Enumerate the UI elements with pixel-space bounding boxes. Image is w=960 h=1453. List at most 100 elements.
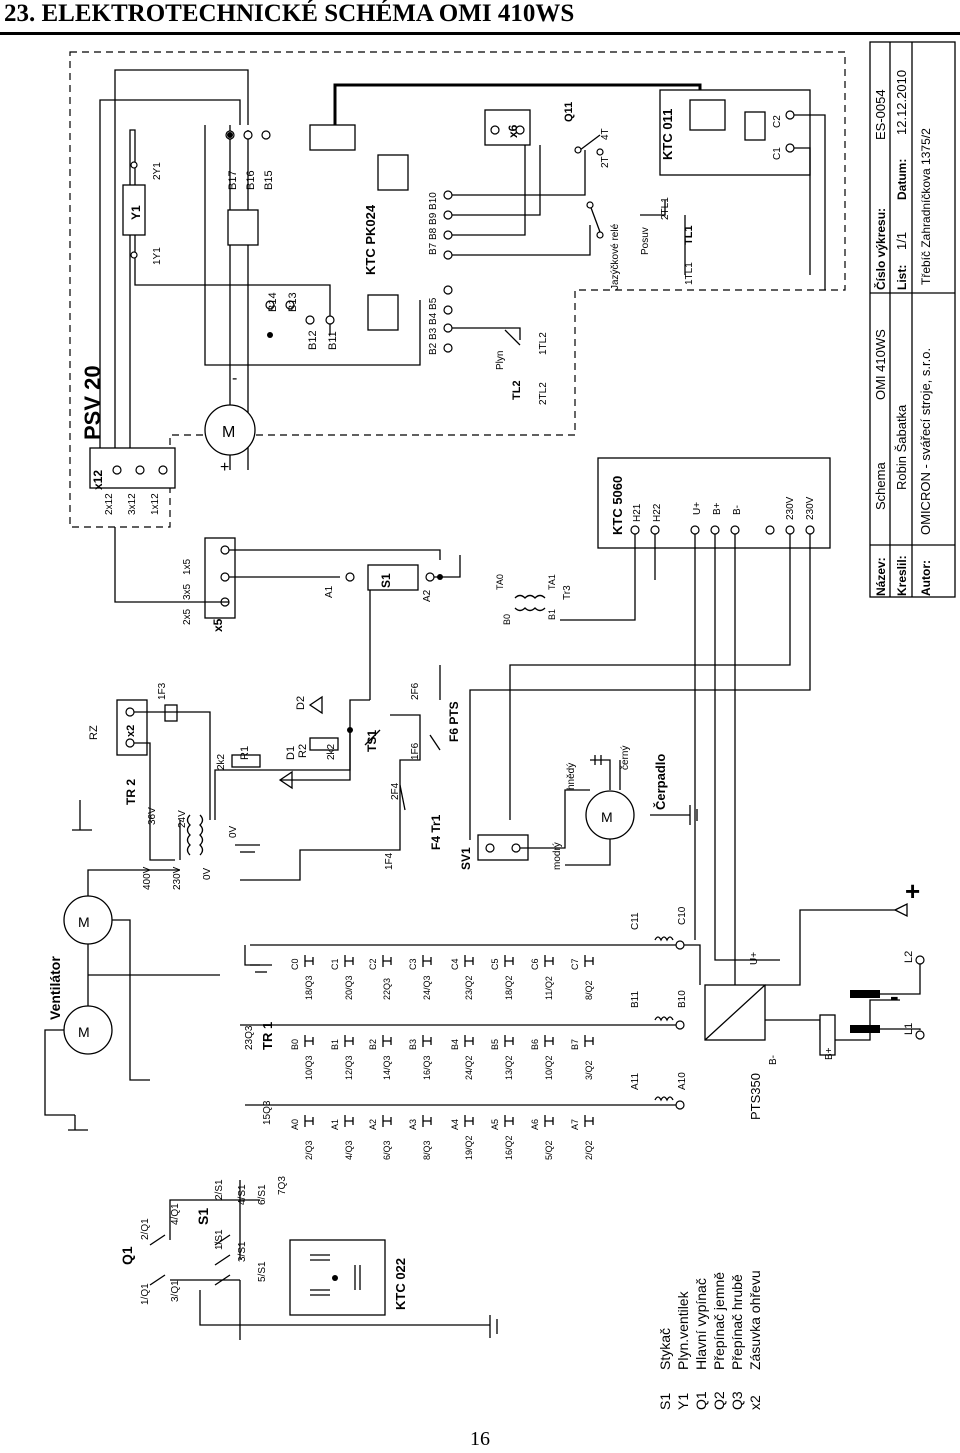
output-plus-label: + (905, 876, 920, 906)
f6-pts-label: F6 PTS (447, 701, 461, 742)
ktc-pk024-thermistor2 (367, 294, 399, 331)
tr3-b1: B1 (547, 609, 557, 620)
legend-code: x2 (747, 1395, 763, 1410)
switch-contact (304, 955, 314, 967)
q1-pin4: 4/Q1 (170, 1203, 181, 1225)
legend-code: Q2 (711, 1391, 727, 1410)
pts-bminus: B- (768, 1055, 779, 1065)
switch-label: B1 (330, 1039, 340, 1050)
switch-label: 6/Q3 (382, 1140, 392, 1160)
switch-label: 24/Q3 (422, 975, 432, 1000)
legend-description: Plyn.ventilek (675, 1290, 691, 1370)
y1-valve: Y1 1Y1 2Y1 (122, 161, 163, 265)
title-list-label: List: (895, 265, 909, 290)
ktc-011-label: KTC 011 (660, 109, 675, 160)
s1-pin3: 3/S1 (237, 1241, 248, 1262)
switch-label: A1 (330, 1119, 340, 1130)
switch-contact (544, 1115, 554, 1127)
switch-label: C6 (530, 958, 540, 970)
output-minus-label: - (890, 981, 899, 1011)
q1-label: Q1 (119, 1246, 135, 1265)
l2-label: L2 (903, 951, 915, 963)
ktc-011-sensor (744, 111, 766, 141)
switch-contact (422, 1115, 432, 1127)
switch-contact (382, 1035, 392, 1047)
ktc-pk024-module: KTC PK024 B7 B8 B9 B10 B2 B3 B4 B5 (227, 124, 591, 355)
tr2-24v: 24V (177, 810, 188, 828)
r2-value: 2k2 (326, 743, 337, 760)
s1-coil (367, 564, 419, 591)
title-block: Název: Schema OMI 410WS Číslo výkresu: E… (869, 41, 956, 598)
psv-label: PSV 20 (80, 365, 105, 440)
b14-label: B14 (267, 292, 279, 312)
switch-label: 4/Q3 (344, 1140, 354, 1160)
ground-fan-2 (68, 1115, 88, 1131)
pts350-rectifier: + - C11 C10 B11 B10 A11 A10 PTS350 U+ B-… (615, 876, 925, 1120)
ktc-pk024-connector (309, 124, 356, 151)
ktc-5060-h21: H21 (632, 503, 643, 522)
title-datum: 12.12.2010 (894, 70, 909, 135)
psv-feeder: x12 2x12 3x12 1x12 PSV 20 (80, 69, 702, 515)
switch-contact (422, 1035, 432, 1047)
switch-label: C7 (570, 958, 580, 970)
title-adresa: Třebíč Zahradníčkova 1375/2 (919, 128, 933, 285)
title-autor-label: Autor: (919, 560, 933, 596)
switch-contact (344, 955, 354, 967)
switch-label: 23/Q2 (464, 975, 474, 1000)
switch-contact (304, 1115, 314, 1127)
switch-label: C1 (330, 958, 340, 970)
page-title-text: ELEKTROTECHNICKÉ SCHÉMA OMI 410WS (41, 0, 575, 27)
coil-b (654, 1016, 674, 1022)
tr3-label: Tr3 (562, 585, 573, 600)
q11-label: Q11 (563, 102, 575, 122)
switch-label: A6 (530, 1119, 540, 1130)
x12-label: x12 (91, 470, 105, 490)
x12-pin2: 2x12 (104, 493, 115, 515)
tr2-0v-pri: 0V (202, 867, 213, 880)
switch-label: C5 (490, 958, 500, 970)
switch-label: 3/Q2 (584, 1060, 594, 1080)
legend-code: Y1 (675, 1393, 691, 1410)
switch-label: 10/Q2 (544, 1055, 554, 1080)
wire-blue-label: modrý (552, 842, 563, 870)
tr2-400v: 400V (142, 866, 153, 890)
switch-contact (304, 1035, 314, 1047)
ktc-pk024-terminals (443, 190, 453, 353)
legend-code: Q3 (729, 1391, 745, 1410)
title-kreslil-label: Kreslil: (895, 555, 909, 596)
page-title: 23. ELEKTROTECHNICKÉ SCHÉMA OMI 410WS (4, 0, 574, 28)
switch-contact (464, 1035, 474, 1047)
ktc-pk024-pins-right: B7 B8 B9 B10 (428, 192, 439, 255)
switch-contact (504, 1115, 514, 1127)
q1-pin2: 2/Q1 (140, 1218, 151, 1240)
wiring-schematic: Název: Schema OMI 410WS Číslo výkresu: E… (44, 41, 956, 1410)
q1-pin1: 1/Q1 (140, 1283, 151, 1305)
switch-contact (584, 955, 594, 967)
s1-pin6: 6/S1 (257, 1184, 268, 1205)
legend-code: Q1 (693, 1391, 709, 1410)
switch-label: A5 (490, 1119, 500, 1130)
x12-pin3: 3x12 (127, 493, 138, 515)
ground-mains (489, 1315, 498, 1338)
s1-pin2: 2/S1 (214, 1179, 225, 1200)
b-terminals: B17 B16 B15 B14 B13 B12 B11 (225, 130, 339, 350)
legend-description: Přepínač hrubě (729, 1274, 745, 1370)
tl2-pin1: 1TL2 (538, 332, 549, 355)
y1-pin2: 2Y1 (152, 162, 163, 180)
tr2-transformer (179, 814, 204, 860)
schematic-frame (69, 51, 846, 528)
switch-label: C2 (368, 958, 378, 970)
f6-pin2: 2F6 (410, 682, 421, 700)
tr1-23q3: 23Q3 (244, 1025, 255, 1050)
s1-pin1: 1/S1 (214, 1229, 225, 1250)
b11-term-label: B11 (630, 991, 641, 1008)
b10-term-label: B10 (677, 990, 688, 1008)
ground-pump (650, 805, 698, 825)
q11-2t: 2T (600, 156, 611, 168)
ktc-011-connector (689, 99, 726, 131)
coil-a (654, 1096, 674, 1102)
title-nazev-label: Název: (874, 557, 888, 596)
switch-contact (382, 1115, 392, 1127)
